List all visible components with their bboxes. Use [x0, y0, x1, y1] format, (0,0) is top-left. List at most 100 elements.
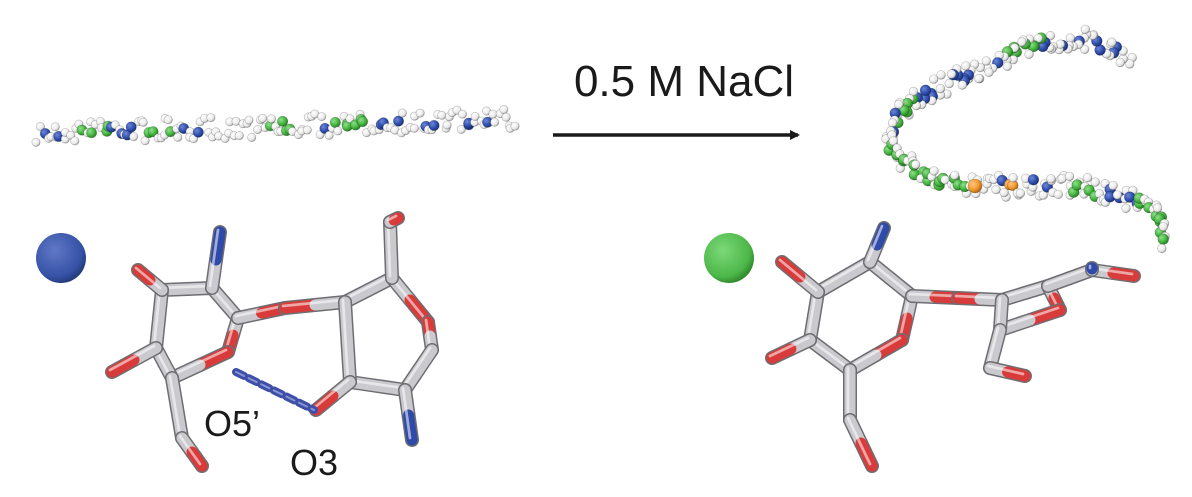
hydrogen-atom — [1108, 180, 1118, 191]
hydrogen-atom — [1064, 171, 1075, 182]
bond — [383, 211, 405, 229]
green-residue-atom — [147, 126, 159, 138]
bond — [309, 375, 357, 417]
green-residue-atom — [329, 116, 341, 128]
bond — [983, 361, 1032, 383]
hydrogen-atom — [499, 105, 509, 115]
blue-residue-marker — [36, 233, 86, 283]
bond-highlight — [768, 336, 810, 358]
hydrogen-atom — [1046, 174, 1056, 184]
bond-half — [388, 212, 404, 226]
hydrogen-atom — [1152, 203, 1163, 213]
bond — [811, 255, 877, 299]
bond-half — [106, 354, 140, 378]
bond-half — [339, 296, 353, 348]
bond-half — [1107, 267, 1140, 282]
condition-label: 0.5 M NaCl — [574, 57, 794, 106]
hydrogen-atom — [946, 69, 957, 79]
bond — [105, 341, 163, 379]
hydrogen-atom — [974, 73, 984, 84]
bond-highlight — [386, 214, 398, 222]
hydrogen-atom — [266, 114, 276, 124]
bond-highlight — [401, 346, 432, 390]
hydrogen-atom — [991, 184, 1001, 195]
hydrogen-atom — [944, 78, 954, 89]
hydrogen-atom — [1157, 243, 1167, 254]
atom-label-o5-prime: O5’ — [204, 403, 260, 444]
hydrogen-atom — [510, 121, 520, 131]
hydrogen-atom — [888, 136, 899, 146]
hydrogen-atom — [234, 131, 244, 141]
hydrogen-atom — [936, 70, 946, 80]
hydrogen-atom — [415, 108, 425, 118]
bond — [131, 263, 169, 297]
hydrogen-atom — [1082, 172, 1093, 183]
bond-half — [1002, 366, 1031, 382]
hydrogen-atom — [70, 136, 80, 146]
bond — [765, 333, 817, 365]
hydrogen-atom — [247, 132, 257, 142]
bond-highlight — [134, 266, 162, 290]
straight-polysaccharide-chain — [31, 105, 520, 147]
bond-highlight — [996, 296, 1002, 330]
bond — [205, 225, 227, 295]
hydrogen-atom — [129, 132, 139, 142]
hydrogen-atom — [981, 56, 992, 66]
disaccharide-right-stick-model — [765, 221, 1141, 473]
bond-highlight — [341, 298, 350, 382]
hydrogen-atom — [961, 61, 971, 71]
hydrogen-atom — [345, 114, 355, 124]
hydrogen-atom — [138, 117, 148, 127]
hydrogen-atom — [397, 108, 407, 118]
hydrogen-atom — [258, 113, 268, 123]
hydrogen-bond-highlight — [235, 371, 315, 411]
bond — [843, 413, 879, 473]
hydrogen-atom — [1002, 61, 1013, 72]
hydrogen-atom — [999, 187, 1009, 198]
bond-highlight — [401, 386, 412, 440]
hydrogen-atom — [324, 130, 334, 140]
blue-residue-atom — [919, 84, 932, 97]
hydrogen-atom — [894, 99, 904, 110]
hydrogen-atom — [490, 117, 500, 127]
atom-label-o3: O3 — [290, 442, 338, 483]
hydrogen-atom — [140, 136, 150, 146]
hydrogen-atom — [1024, 49, 1034, 59]
hydrogen-atom — [173, 132, 183, 142]
bond — [165, 345, 235, 385]
hydrogen-atom — [1125, 59, 1135, 69]
bond — [863, 221, 891, 269]
bond-highlight — [424, 318, 432, 350]
bond-highlight — [178, 434, 202, 466]
green-residue-marker — [704, 233, 754, 283]
bond-highlight — [281, 298, 345, 308]
bond — [231, 301, 292, 325]
bond — [165, 371, 189, 445]
hydrogen-atom — [1053, 189, 1063, 200]
bond-highlight — [908, 292, 958, 298]
hydrogen-atom — [1158, 221, 1169, 232]
disaccharide-left-stick-model — [105, 211, 439, 473]
hydrogen-atom — [35, 122, 45, 132]
blue-residue-atom — [125, 121, 137, 133]
blue-residue-atom — [192, 126, 204, 138]
hydrogen-atom — [1038, 190, 1049, 200]
hydrogen-atom — [1121, 203, 1131, 213]
bond-highlight — [1044, 266, 1092, 286]
bond-highlight — [108, 344, 156, 372]
bond-highlight — [168, 348, 228, 378]
bond-highlight — [846, 336, 902, 370]
hydrogen-atom — [1080, 24, 1091, 34]
blue-residue-atom — [393, 115, 405, 127]
hydrogen-atom — [908, 86, 919, 97]
bond-highlight — [866, 224, 884, 262]
bond-highlight — [996, 306, 1060, 330]
hydrogen-atom — [949, 170, 960, 180]
hydrogen-atom — [887, 118, 898, 128]
hydrogen-atom — [1079, 44, 1090, 55]
hydrogen-atom — [957, 80, 968, 90]
hydrogen-atom — [910, 159, 921, 170]
bond — [1085, 261, 1099, 277]
bond — [149, 283, 169, 355]
